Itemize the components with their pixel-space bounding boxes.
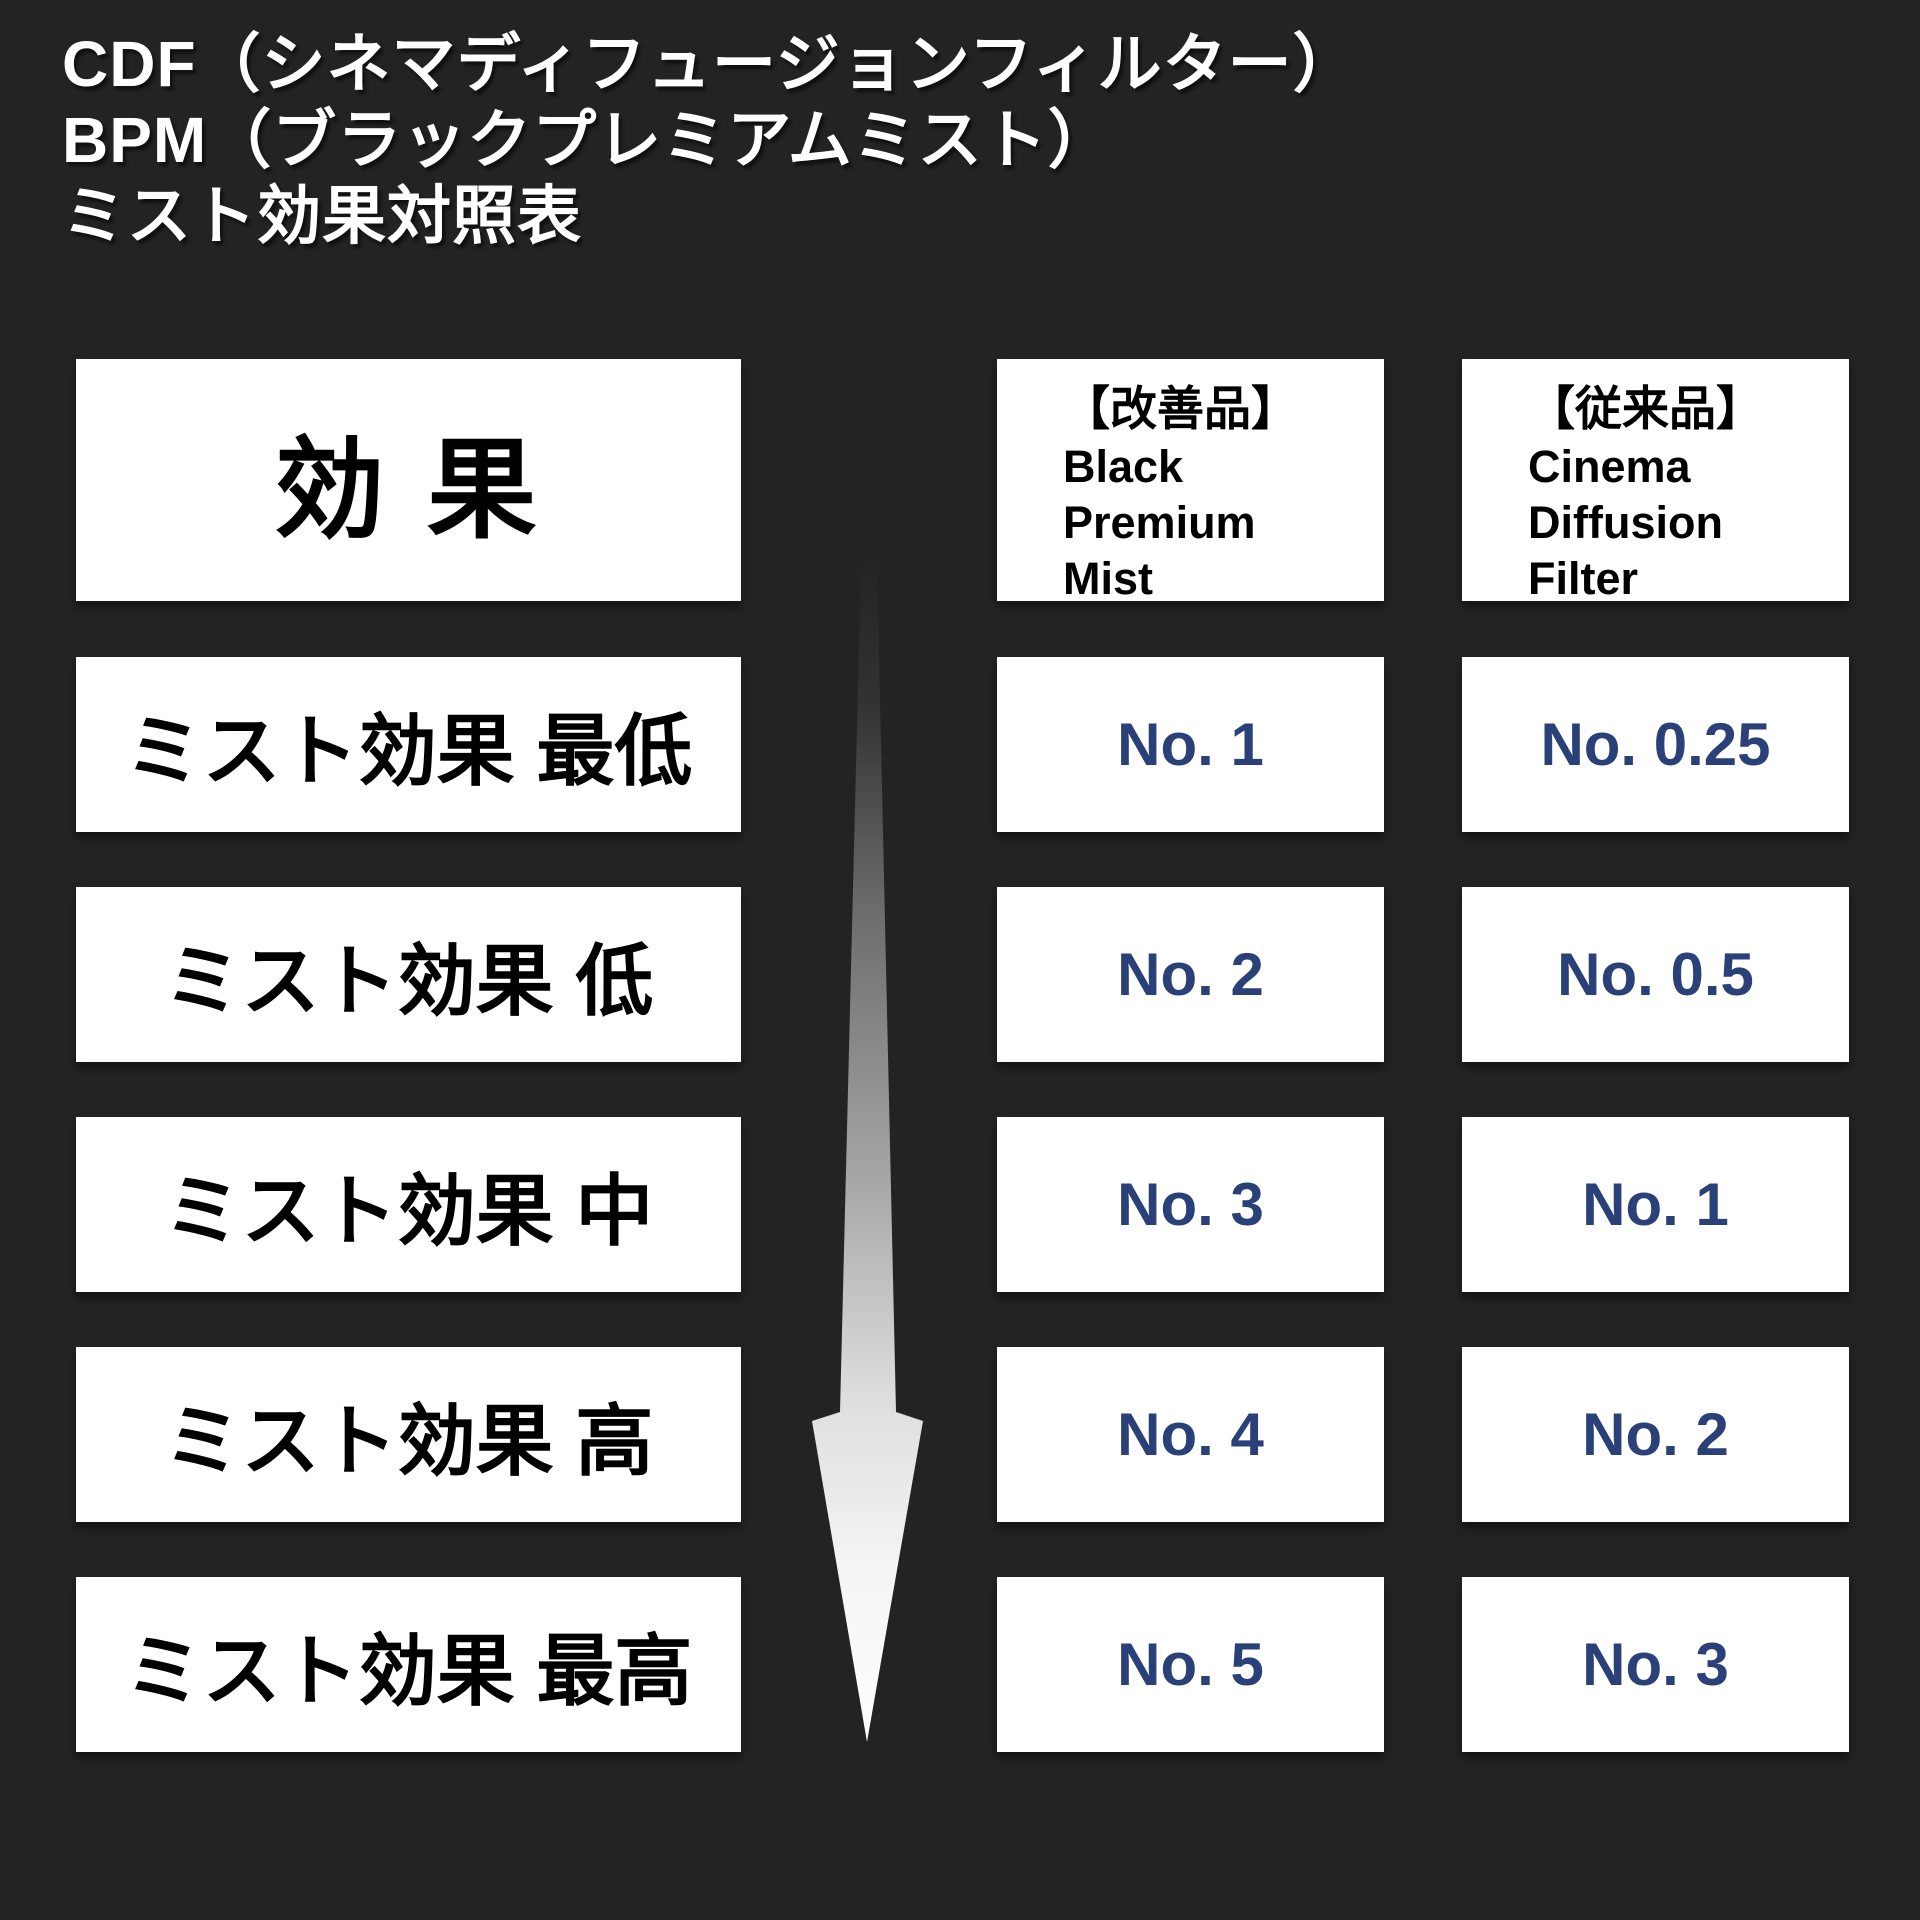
row-label-text: ミスト効果 最低 bbox=[124, 706, 693, 795]
product-name-line: Filter bbox=[1528, 553, 1639, 604]
product-name-line: Premium bbox=[1063, 497, 1256, 548]
bpm-value-text: No. 4 bbox=[1117, 1401, 1264, 1468]
bpm-value-text: No. 1 bbox=[1117, 711, 1264, 778]
title-line-3: ミスト効果対照表 bbox=[62, 180, 582, 252]
improved-product-tag: 【改善品】 bbox=[1063, 382, 1298, 435]
product-name-line: Diffusion bbox=[1528, 497, 1723, 548]
cdf-value-text: No. 1 bbox=[1582, 1171, 1729, 1238]
bpm-value-cell: No. 5 bbox=[997, 1577, 1384, 1752]
row-label-mist-medium: ミスト効果 中 bbox=[76, 1117, 741, 1292]
column-header-cinema-diffusion-filter: 【従来品】 Cinema Diffusion Filter bbox=[1462, 359, 1849, 604]
cdf-value-text: No. 3 bbox=[1582, 1631, 1729, 1698]
row-label-text: ミスト効果 低 bbox=[163, 936, 654, 1025]
product-name-line: Black bbox=[1063, 441, 1184, 492]
bpm-value-cell: No. 2 bbox=[997, 887, 1384, 1062]
title-line-2: BPM（ブラックプレミアムミスト） bbox=[62, 104, 1113, 176]
effect-header-label: 効 果 bbox=[274, 429, 543, 552]
bpm-value-cell: No. 3 bbox=[997, 1117, 1384, 1292]
row-label-text: ミスト効果 最高 bbox=[124, 1626, 693, 1715]
down-arrow-shape bbox=[812, 565, 923, 1742]
cdf-value-cell: No. 0.5 bbox=[1462, 887, 1849, 1062]
row-label-mist-low: ミスト効果 低 bbox=[76, 887, 741, 1062]
cdf-value-cell: No. 0.25 bbox=[1462, 657, 1849, 832]
bpm-value-cell: No. 4 bbox=[997, 1347, 1384, 1522]
page-title: CDF（シネマディフュージョンフィルター） BPM（ブラックプレミアムミスト） … bbox=[62, 26, 1358, 254]
title-line-1: CDF（シネマディフュージョンフィルター） bbox=[62, 28, 1358, 100]
product-name-line: Mist bbox=[1063, 553, 1153, 604]
cdf-value-text: No. 0.5 bbox=[1557, 941, 1754, 1008]
bpm-value-text: No. 5 bbox=[1117, 1631, 1264, 1698]
cdf-value-text: No. 2 bbox=[1582, 1401, 1729, 1468]
row-label-text: ミスト効果 中 bbox=[163, 1166, 654, 1255]
bpm-value-text: No. 3 bbox=[1117, 1171, 1264, 1238]
bpm-value-text: No. 2 bbox=[1117, 941, 1264, 1008]
product-name-line: Cinema bbox=[1528, 441, 1691, 492]
row-label-mist-highest: ミスト効果 最高 bbox=[76, 1577, 741, 1752]
conventional-product-tag: 【従来品】 bbox=[1528, 382, 1763, 435]
bpm-value-cell: No. 1 bbox=[997, 657, 1384, 832]
cdf-value-cell: No. 1 bbox=[1462, 1117, 1849, 1292]
row-label-mist-high: ミスト効果 高 bbox=[76, 1347, 741, 1522]
cdf-value-cell: No. 3 bbox=[1462, 1577, 1849, 1752]
column-header-black-premium-mist: 【改善品】 Black Premium Mist bbox=[997, 359, 1384, 604]
row-label-mist-lowest: ミスト効果 最低 bbox=[76, 657, 741, 832]
cdf-value-cell: No. 2 bbox=[1462, 1347, 1849, 1522]
row-label-text: ミスト効果 高 bbox=[163, 1396, 654, 1485]
effect-header-cell: 効 果 bbox=[76, 359, 741, 601]
cdf-value-text: No. 0.25 bbox=[1540, 711, 1771, 778]
